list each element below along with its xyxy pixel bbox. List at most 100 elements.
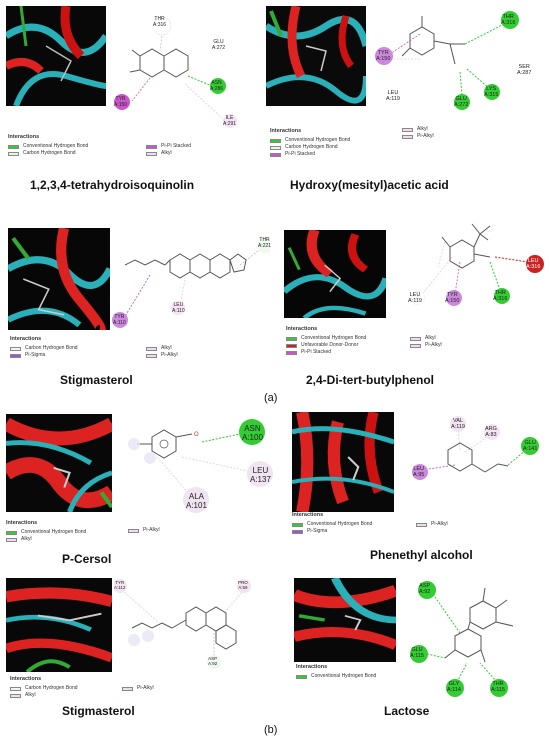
legend-title: Interactions xyxy=(292,512,324,518)
residue-ASP92: ASP A:92 xyxy=(208,656,218,666)
legend-item: Pi-Sigma xyxy=(10,352,78,359)
legend: Interactions Conventional Hydrogen Bond … xyxy=(270,126,540,162)
protein-ribbon-graphic xyxy=(284,230,386,318)
legend-item: Alkyl xyxy=(402,126,434,133)
legend-item: Carbon Hydrogen Bond xyxy=(10,685,78,692)
residue-ARG83: ARG A:83 xyxy=(485,426,497,438)
protein-image xyxy=(294,578,396,662)
legend-title: Interactions xyxy=(10,336,42,342)
panel-label-b: (b) xyxy=(264,724,278,736)
legend-title: Interactions xyxy=(296,664,328,670)
compound-name: 2,4-Di-tert-butylphenol xyxy=(306,373,434,387)
residue-GLU272: GLU A:272 xyxy=(212,39,226,51)
protein-image xyxy=(284,230,386,318)
legend-title: Interactions xyxy=(286,326,318,332)
legend-item: Pi-Pi Stacked xyxy=(286,349,366,356)
residue-TYR150: TYR A:150 xyxy=(445,292,460,304)
legend-item: Alkyl xyxy=(146,150,191,157)
legend-item: Alkyl xyxy=(146,345,178,352)
legend-item: Alkyl xyxy=(410,335,442,342)
protein-ribbon-graphic xyxy=(6,578,112,672)
legend-item: Unfavorable Donor-Donor xyxy=(286,342,366,349)
legend-item: Pi-Pi Stacked xyxy=(146,143,191,150)
protein-image xyxy=(6,6,106,106)
legend-item: Pi-Pi Stacked xyxy=(270,151,350,158)
compound-name: Hydroxy(mesityl)acetic acid xyxy=(290,178,449,192)
protein-image xyxy=(266,6,366,106)
residue-LEU95: LEU A:95 xyxy=(413,466,425,478)
residue-THR316: THR A:316 xyxy=(501,14,516,26)
interaction-diagram xyxy=(375,11,519,110)
legend-item: Conventional Hydrogen Bond xyxy=(286,335,366,342)
compound-name: Stigmasterol xyxy=(62,704,135,718)
residue-THR115: THR A:115 xyxy=(491,681,505,693)
residue-THR316: THR A:316 xyxy=(493,290,508,302)
legend: Interactions Carbon Hydrogen Bond Pi-Sig… xyxy=(10,336,250,366)
residue-THR316: THR A:316 xyxy=(153,16,167,28)
legend-item: Carbon Hydrogen Bond xyxy=(10,345,78,352)
residue-ASP92: ASP A:92 xyxy=(419,583,431,595)
residue-TYR150: TYR A:150 xyxy=(376,50,391,62)
residue-VAL119: VAL A:119 xyxy=(451,418,465,430)
residue-LEU110: LEU A:110 xyxy=(172,302,185,314)
compound-name: Stigmasterol xyxy=(60,373,133,387)
svg-text:O: O xyxy=(194,432,199,438)
legend-item: Pi-Sigma xyxy=(292,528,372,535)
legend-item: Conventional Hydrogen Bond xyxy=(270,137,350,144)
residue-LEU119: LEU A:119 xyxy=(386,90,400,102)
legend-item: Pi-Alkyl xyxy=(146,352,178,359)
interaction-diagram xyxy=(114,579,251,669)
residue-ILE291: ILE A:291 xyxy=(223,115,237,127)
residue-LYS315: LYS A:315 xyxy=(484,86,499,98)
interaction-diagram xyxy=(410,581,514,697)
interaction-diagram xyxy=(112,237,270,328)
compound-name: Lactose xyxy=(384,704,430,718)
legend-item: Pi-Alkyl xyxy=(410,342,442,349)
protein-image xyxy=(8,228,110,330)
residue-LEU119: LEU A:119 xyxy=(408,292,422,304)
panel-label-a: (a) xyxy=(264,392,278,404)
legend-item: Pi-Alkyl xyxy=(128,527,160,534)
interaction-diagram xyxy=(410,223,544,306)
legend: Interactions Conventional Hydrogen Bond … xyxy=(8,134,248,164)
residue-GLU115: GLU A:115 xyxy=(410,647,424,659)
legend-item: Alkyl xyxy=(6,536,86,543)
residue-PRO59: PRO A:59 xyxy=(238,580,248,590)
residue-SER287: SER A:287 xyxy=(517,64,532,76)
residue-LEU137: LEU A:137 xyxy=(250,466,271,484)
protein-ribbon-graphic xyxy=(292,412,394,512)
residue-ALA101: ALA A:101 xyxy=(186,492,207,510)
legend: Interactions Conventional Hydrogen Bond … xyxy=(6,520,236,546)
legend: Interactions Conventional Hydrogen Bond xyxy=(296,664,456,684)
legend-item: Conventional Hydrogen Bond xyxy=(6,529,86,536)
residue-ASN286: ASN A:286 xyxy=(210,80,224,92)
legend-title: Interactions xyxy=(270,128,302,134)
protein-image xyxy=(6,578,112,672)
residue-TYR150: TYR A:150 xyxy=(114,96,128,108)
residue-THR221: THR A:221 xyxy=(258,237,272,249)
legend-item: Conventional Hydrogen Bond xyxy=(296,673,376,680)
legend-item: Pi-Alkyl xyxy=(122,685,154,692)
residue-TYR112: TYR A:112 xyxy=(114,580,126,590)
residue-LEU316: LEU A:316 xyxy=(526,258,541,270)
legend: Interactions Conventional Hydrogen Bond … xyxy=(292,512,542,538)
interaction-diagram xyxy=(412,416,539,480)
compound-name: 1,2,3,4-tetrahydroisoquinolin xyxy=(30,178,195,192)
legend: Interactions Conventional Hydrogen Bond … xyxy=(286,326,546,362)
legend-item: Pi-Alkyl xyxy=(402,133,434,140)
interaction-diagram: O xyxy=(128,419,273,513)
legend-title: Interactions xyxy=(6,520,38,526)
legend: Interactions Carbon Hydrogen Bond Alkyl … xyxy=(10,676,230,702)
legend-item: Pi-Alkyl xyxy=(416,521,448,528)
interaction-diagram xyxy=(114,16,237,128)
compound-name: P-Cersol xyxy=(62,552,112,566)
legend-item: Alkyl xyxy=(10,692,78,699)
legend-item: Conventional Hydrogen Bond xyxy=(8,143,88,150)
residue-ASN100: ASN A:100 xyxy=(242,424,263,442)
protein-ribbon-graphic xyxy=(8,228,110,330)
residue-GLU272: GLU A:272 xyxy=(454,96,469,108)
protein-ribbon-graphic xyxy=(6,6,106,106)
residue-TYR110: TYR A:110 xyxy=(113,314,126,326)
protein-image xyxy=(6,414,112,512)
legend-item: Carbon Hydrogen Bond xyxy=(8,150,88,157)
